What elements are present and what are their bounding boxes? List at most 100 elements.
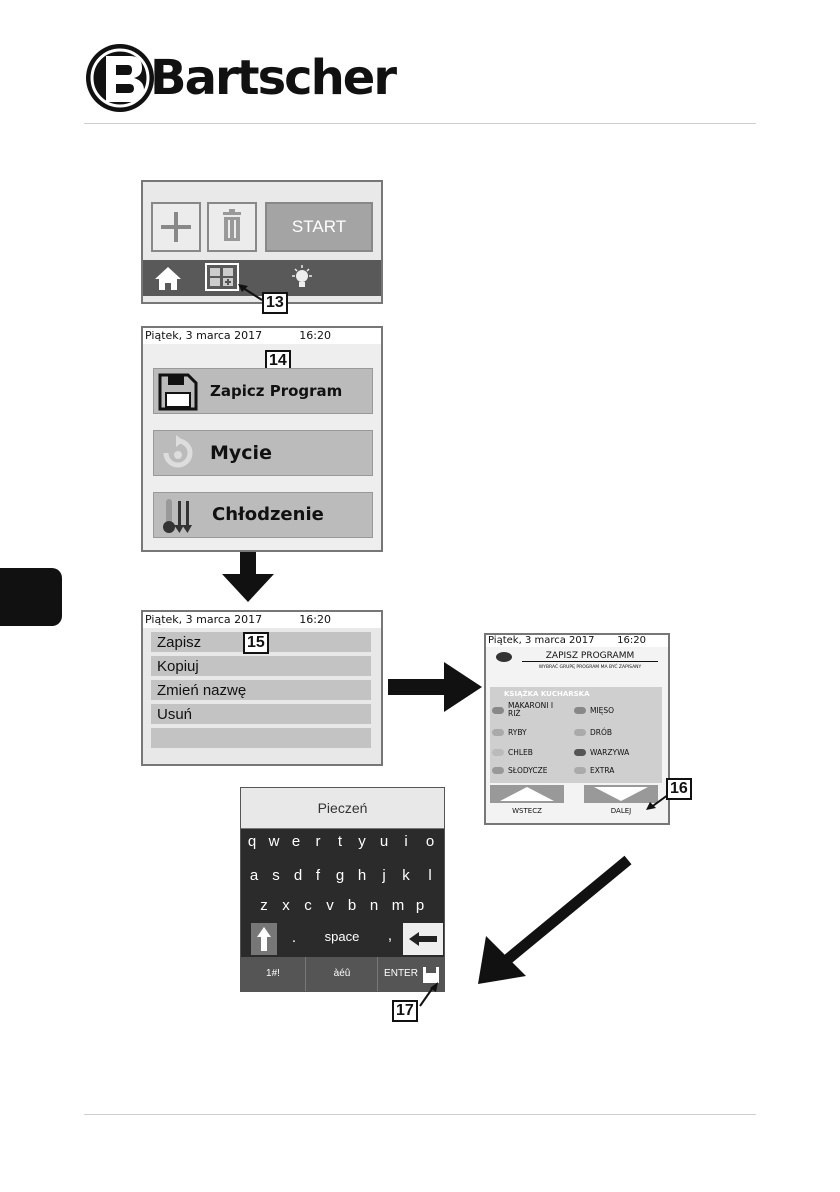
- save-program-screen: Piątek, 3 marca 2017 16:20 ZAPISZ PROGRA…: [484, 633, 670, 825]
- key[interactable]: w: [268, 833, 280, 850]
- key[interactable]: i: [404, 833, 408, 850]
- back-label: WSTECZ: [512, 807, 542, 815]
- menu-screen: Piątek, 3 marca 2017 16:20 14 Zapicz Pro…: [141, 326, 383, 552]
- time-label: 16:20: [299, 613, 331, 626]
- category-vegetables[interactable]: WARZYWA: [590, 748, 630, 757]
- back-button[interactable]: [490, 785, 564, 803]
- time-label: 16:20: [617, 635, 646, 646]
- category-poultry[interactable]: DRÓB: [590, 728, 613, 737]
- arrow-13-icon: [238, 284, 263, 301]
- save-subtitle: WYBRAĆ GRUPĘ PROGRAM MA BYĆ ZAPISANY: [538, 665, 642, 670]
- key[interactable]: k: [402, 867, 410, 884]
- category-extra[interactable]: EXTRA: [590, 766, 615, 775]
- period-key[interactable]: .: [291, 929, 297, 946]
- down-arrow-icon: [222, 552, 274, 602]
- key[interactable]: b: [347, 897, 357, 914]
- home-icon[interactable]: [153, 264, 183, 292]
- delete-button[interactable]: [207, 202, 257, 252]
- key[interactable]: j: [382, 867, 386, 884]
- status-bar: Piątek, 3 marca 2017 16:20: [143, 612, 381, 628]
- comma-key[interactable]: ,: [387, 927, 393, 944]
- keyboard-bottom-row: 1#! àéû ENTER: [241, 957, 444, 991]
- menu-label: Mycie: [210, 442, 272, 464]
- key[interactable]: s: [272, 867, 280, 884]
- category-sweets[interactable]: SŁODYCZE: [508, 766, 548, 775]
- key[interactable]: r: [315, 833, 321, 850]
- key[interactable]: u: [379, 833, 389, 850]
- start-button[interactable]: START: [265, 202, 373, 252]
- up-arrow-icon: [500, 787, 554, 801]
- key[interactable]: g: [335, 867, 345, 884]
- menu-label: Zapicz Program: [210, 382, 343, 400]
- key[interactable]: o: [425, 833, 435, 850]
- shift-key[interactable]: [251, 923, 277, 955]
- add-button[interactable]: [151, 202, 201, 252]
- sweets-icon: [492, 767, 504, 774]
- lightbulb-icon[interactable]: [289, 264, 315, 292]
- floppy-icon: [158, 373, 198, 411]
- backspace-key[interactable]: [403, 923, 443, 955]
- key[interactable]: n: [369, 897, 379, 914]
- backspace-arrow-icon: [409, 932, 437, 946]
- plus-icon: [161, 212, 191, 242]
- key[interactable]: q: [247, 833, 257, 850]
- save-floppy-icon: [423, 967, 439, 983]
- symbols-key[interactable]: 1#!: [241, 957, 306, 991]
- logo-emblem-icon: [86, 44, 154, 112]
- space-key[interactable]: space: [324, 929, 360, 944]
- key[interactable]: v: [326, 897, 334, 914]
- grid-add-icon: [210, 268, 233, 286]
- key[interactable]: h: [357, 867, 367, 884]
- section-tab: [0, 568, 62, 626]
- diagonal-arrow-icon: [478, 855, 632, 984]
- bartscher-logo: Bartscher: [84, 40, 397, 116]
- save-program-button[interactable]: Zapicz Program: [153, 368, 373, 414]
- key[interactable]: d: [293, 867, 303, 884]
- logo-wordmark: Bartscher: [150, 50, 397, 106]
- key[interactable]: z: [260, 897, 268, 914]
- callout-15: 15: [243, 632, 269, 654]
- key[interactable]: c: [304, 897, 312, 914]
- cooling-icon: [163, 499, 192, 533]
- key[interactable]: x: [282, 897, 290, 914]
- name-input[interactable]: Pieczeń: [241, 788, 444, 829]
- category-fish[interactable]: RYBY: [508, 728, 527, 737]
- category-pasta[interactable]: MAKARONI I RIŻ: [508, 701, 554, 718]
- pasta-icon: [492, 707, 504, 714]
- key[interactable]: m: [391, 897, 405, 914]
- fish-icon: [492, 729, 504, 736]
- category-meat[interactable]: MIĘSO: [590, 706, 615, 715]
- menu-item-rename[interactable]: Zmień nazwę: [151, 680, 371, 702]
- recipe-book-title: KSIĄŻKA KUCHARSKA: [504, 690, 590, 698]
- right-arrow-icon: [388, 662, 482, 712]
- menu-label: Chłodzenie: [212, 504, 324, 525]
- enter-key[interactable]: ENTER: [384, 968, 418, 979]
- bread-icon: [492, 749, 504, 756]
- key[interactable]: p: [415, 897, 425, 914]
- key[interactable]: a: [249, 867, 259, 884]
- key[interactable]: f: [315, 867, 321, 884]
- key[interactable]: y: [358, 833, 366, 850]
- menu-item-copy[interactable]: Kopiuj: [151, 656, 371, 678]
- callout-16: 16: [666, 778, 692, 800]
- category-bread[interactable]: CHLEB: [508, 748, 533, 757]
- key[interactable]: e: [291, 833, 301, 850]
- callout-13: 13: [262, 292, 288, 314]
- menu-item-delete[interactable]: Usuń: [151, 704, 371, 726]
- trash-icon: [223, 209, 241, 241]
- key[interactable]: l: [428, 867, 432, 884]
- next-button[interactable]: [584, 785, 658, 803]
- wash-button[interactable]: Mycie: [153, 430, 373, 476]
- vegetables-icon: [574, 749, 586, 756]
- accents-key[interactable]: àéû: [307, 957, 378, 991]
- callout-17: 17: [392, 1000, 418, 1022]
- wash-icon: [163, 435, 193, 468]
- recipe-book-panel: KSIĄŻKA KUCHARSKA MAKARONI I RIŻ MIĘSO R…: [490, 687, 662, 783]
- date-label: Piątek, 3 marca 2017: [145, 329, 263, 342]
- menu-item-empty: [151, 728, 371, 750]
- programs-button[interactable]: [205, 263, 239, 291]
- key[interactable]: t: [337, 833, 343, 850]
- cooling-button[interactable]: Chłodzenie: [153, 492, 373, 538]
- toolbar-screen: START: [141, 180, 383, 304]
- next-label: DALEJ: [610, 807, 632, 815]
